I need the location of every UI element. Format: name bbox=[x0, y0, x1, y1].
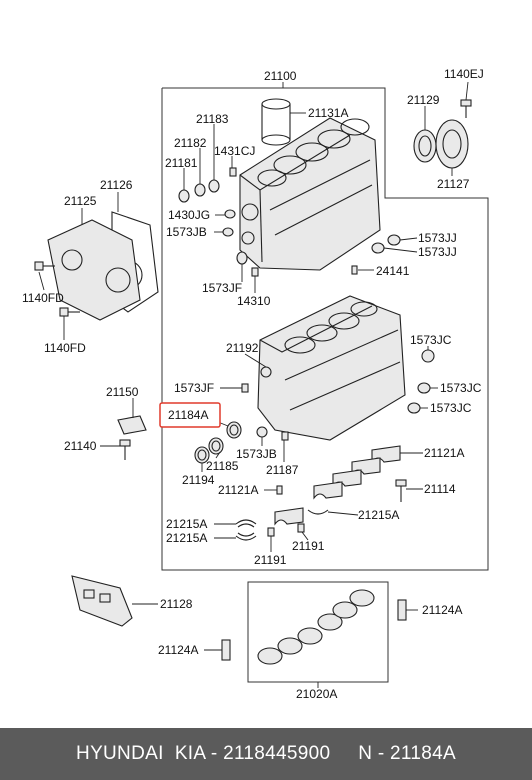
label-1573JF-upper: 1573JF bbox=[202, 281, 242, 295]
pin-21121A bbox=[276, 485, 283, 495]
bolt-1140FD-b bbox=[59, 307, 80, 317]
label-1431CJ: 1431CJ bbox=[214, 144, 255, 158]
cylinder-liner-21131A bbox=[261, 98, 291, 146]
label-21121A-a: 21121A bbox=[424, 446, 464, 460]
label-21181: 21181 bbox=[165, 156, 198, 170]
bearing-set-21020A bbox=[257, 589, 375, 665]
label-1573JB-lower: 1573JB bbox=[236, 447, 277, 461]
plug-1430JG bbox=[224, 209, 236, 219]
label-21124A-left: 21124A bbox=[158, 643, 198, 657]
label-1573JF-lower: 1573JF bbox=[174, 381, 214, 395]
oil-seal-21129 bbox=[413, 129, 437, 163]
pin-14310 bbox=[251, 267, 259, 277]
label-21020A: 21020A bbox=[296, 687, 337, 701]
label-21126: 21126 bbox=[100, 178, 133, 192]
upper-cylinder-block-drawing bbox=[239, 117, 381, 271]
plug-1573JC-a bbox=[421, 349, 435, 363]
label-21125: 21125 bbox=[64, 194, 97, 208]
dowel-21191-b bbox=[297, 523, 305, 533]
bolt-1140FD-a bbox=[34, 261, 55, 271]
plug-1573JB-lower bbox=[256, 426, 268, 438]
engine-block-parts-diagram: 21100 1140EJ 21129 21127 21183 21131A 21… bbox=[22, 67, 489, 701]
dowel-21191-a bbox=[267, 527, 275, 537]
label-21140: 21140 bbox=[64, 439, 97, 453]
key-21124A-right bbox=[397, 599, 407, 621]
thrust-washer-21215A-c bbox=[307, 509, 329, 515]
pin-24141 bbox=[351, 265, 358, 275]
plug-1573JF-upper bbox=[236, 251, 248, 265]
label-21187: 21187 bbox=[266, 463, 299, 477]
plug-21184A bbox=[226, 421, 242, 439]
front-gasket-21125 bbox=[47, 219, 141, 321]
oil-jet-21150 bbox=[117, 415, 147, 435]
bearing-caps-21121A bbox=[274, 445, 401, 526]
ladder-frame-21128 bbox=[71, 575, 133, 627]
label-1573JC-a: 1573JC bbox=[410, 333, 452, 347]
label-21194: 21194 bbox=[182, 473, 215, 487]
label-21182: 21182 bbox=[174, 136, 207, 150]
plug-21192 bbox=[260, 366, 272, 378]
label-14310: 14310 bbox=[237, 294, 271, 308]
label-21185: 21185 bbox=[206, 459, 239, 473]
plug-21183 bbox=[208, 179, 220, 193]
label-1140FD-a: 1140FD bbox=[22, 291, 64, 305]
plug-1573JC-b bbox=[417, 382, 431, 394]
label-1573JJ-a: 1573JJ bbox=[418, 231, 457, 245]
plug-21182 bbox=[194, 183, 206, 197]
plug-21181 bbox=[178, 189, 190, 203]
bolt-21114 bbox=[395, 479, 407, 502]
label-1573JC-b: 1573JC bbox=[440, 381, 482, 395]
label-1140FD-b: 1140FD bbox=[44, 341, 86, 355]
label-21191-b: 21191 bbox=[292, 539, 325, 553]
label-21100: 21100 bbox=[264, 69, 297, 83]
lower-cylinder-block-drawing bbox=[257, 295, 406, 441]
label-21215A-c: 21215A bbox=[358, 508, 399, 522]
label-21183: 21183 bbox=[196, 112, 229, 126]
pin-21187 bbox=[281, 431, 289, 441]
label-21184A: 21184A bbox=[168, 408, 208, 422]
label-21131A: 21131A bbox=[308, 106, 348, 120]
label-21114: 21114 bbox=[424, 482, 456, 496]
label-21127: 21127 bbox=[437, 177, 470, 191]
label-21124A-right: 21124A bbox=[422, 603, 462, 617]
label-1140EJ: 1140EJ bbox=[444, 67, 484, 81]
label-21215A-a: 21215A bbox=[166, 517, 207, 531]
bolt-1140EJ bbox=[460, 99, 472, 118]
assembly-frame bbox=[161, 87, 489, 571]
pin-1431CJ bbox=[229, 167, 237, 177]
seal-retainer-21127 bbox=[435, 119, 469, 169]
label-1573JB-upper: 1573JB bbox=[166, 225, 207, 239]
label-21192: 21192 bbox=[226, 341, 259, 355]
label-21129: 21129 bbox=[407, 93, 440, 107]
part-labels: 21100 1140EJ 21129 21127 21183 21131A 21… bbox=[22, 67, 484, 701]
plug-21185 bbox=[208, 437, 224, 455]
plug-1573JC-c bbox=[407, 402, 421, 414]
label-21191-a: 21191 bbox=[254, 553, 287, 567]
plug-1573JF-lower bbox=[241, 383, 249, 393]
bolt-21140 bbox=[119, 439, 131, 460]
label-1573JC-c: 1573JC bbox=[430, 401, 472, 415]
label-1573JJ-b: 1573JJ bbox=[418, 245, 457, 259]
key-21124A-left bbox=[221, 639, 231, 661]
label-21121A-b: 21121A bbox=[218, 483, 258, 497]
footer-caption: HYUNDAI KIA - 2118445900 N - 21184A bbox=[0, 728, 532, 780]
plug-1573JJ-a bbox=[387, 234, 401, 246]
label-21128: 21128 bbox=[160, 597, 193, 611]
label-21150: 21150 bbox=[106, 385, 139, 399]
thrust-washer-21215A-b bbox=[235, 532, 257, 541]
label-24141: 24141 bbox=[376, 264, 410, 278]
thrust-washer-21215A-a bbox=[235, 519, 257, 528]
label-21215A-b: 21215A bbox=[166, 531, 207, 545]
label-1430JG: 1430JG bbox=[168, 208, 210, 222]
highlight-box-21184A bbox=[159, 402, 221, 428]
plug-1573JJ-b bbox=[371, 242, 385, 254]
plug-1573JB-upper bbox=[222, 227, 234, 237]
